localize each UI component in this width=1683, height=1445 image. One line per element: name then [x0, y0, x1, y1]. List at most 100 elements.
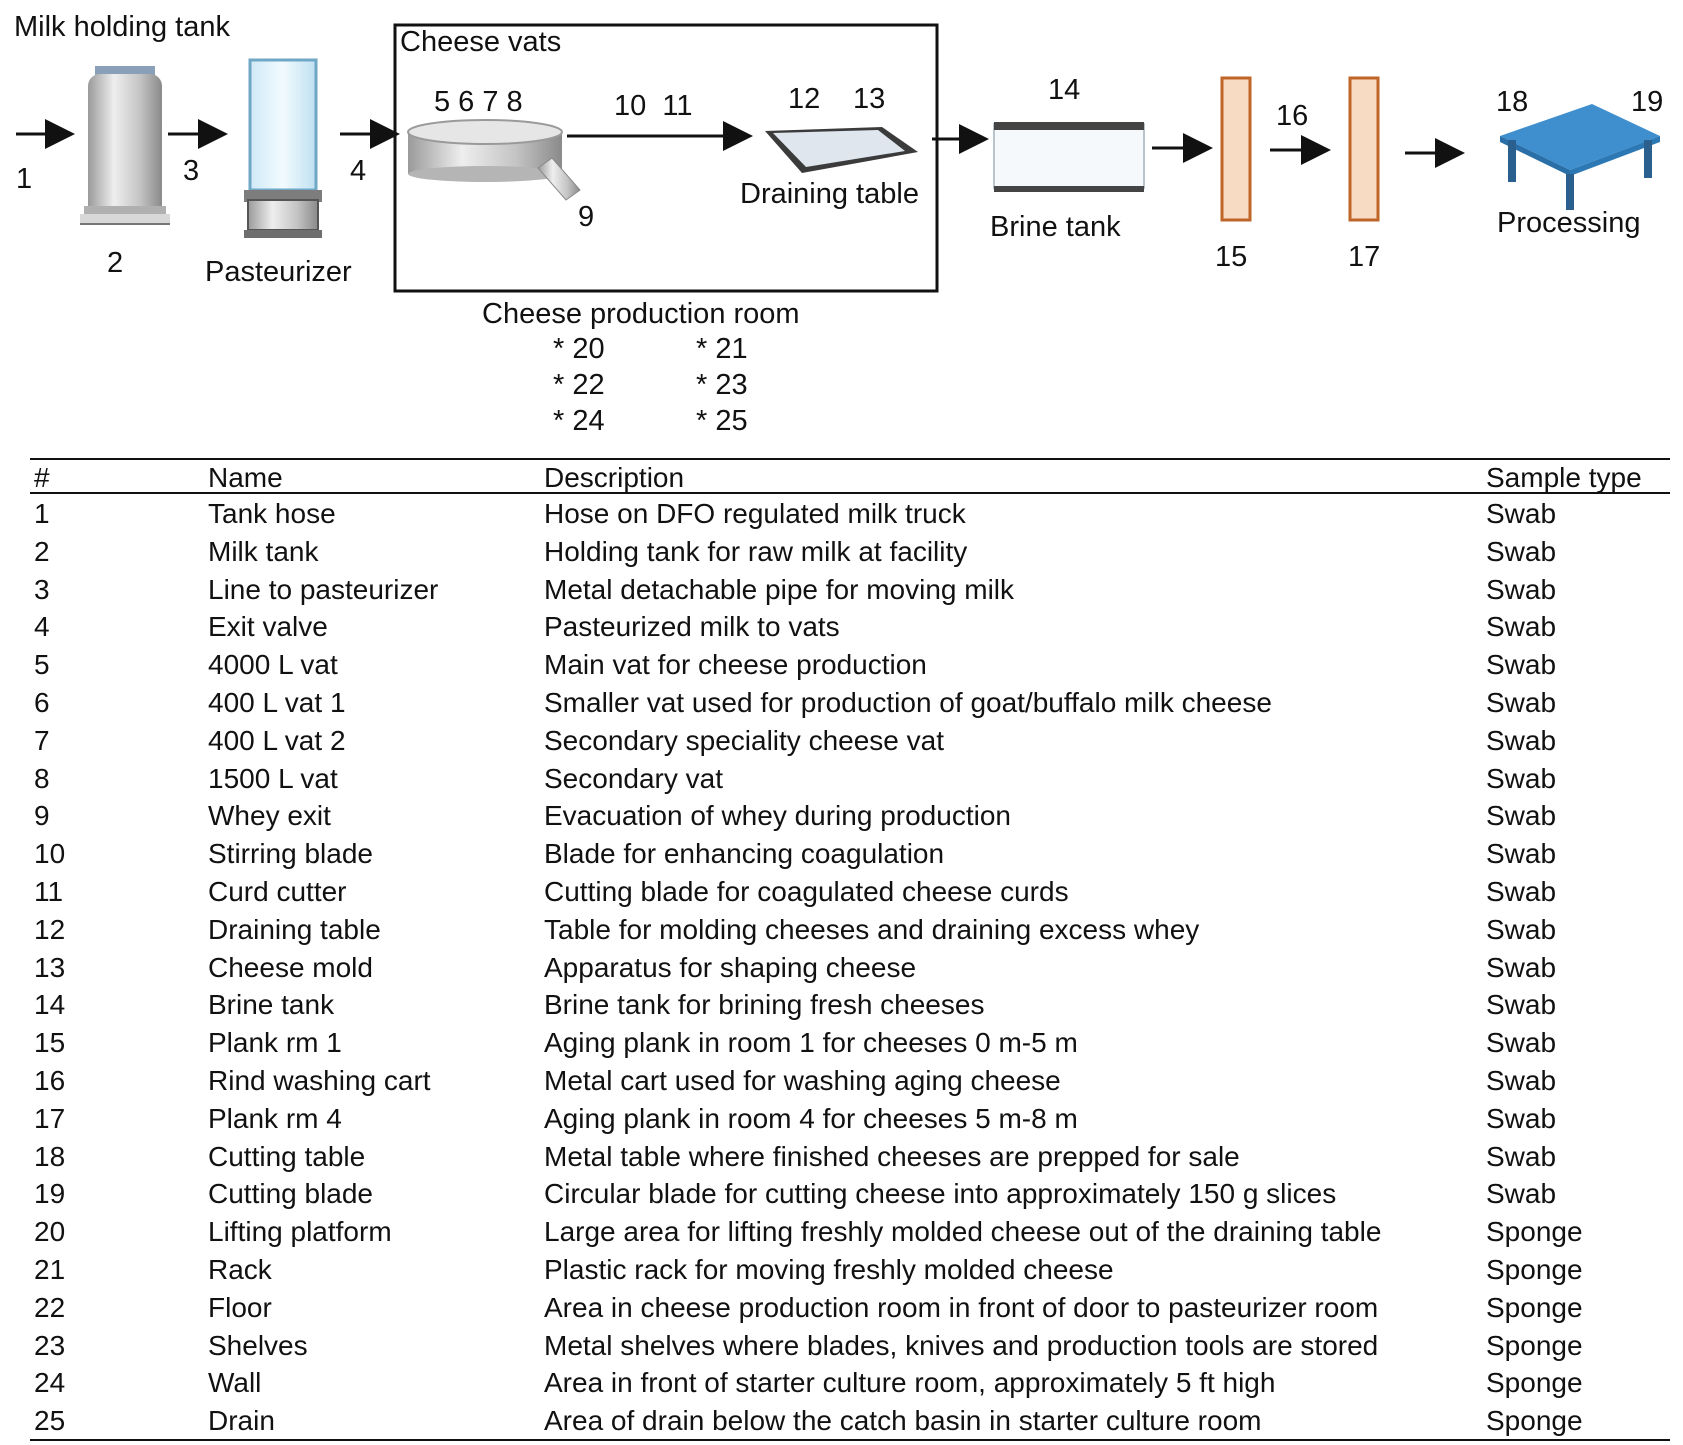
processing-label: Processing	[1497, 207, 1640, 239]
row-number: 24	[34, 1367, 66, 1399]
table-row: 1 Tank hose Hose on DFO regulated milk tru…	[30, 495, 1670, 533]
room-site-21: * 21	[696, 333, 748, 365]
room-site-20: * 20	[553, 333, 605, 365]
row-number: 21	[34, 1254, 66, 1285]
row-sample-type: Swab	[1486, 1065, 1557, 1096]
row-description: Main vat for cheese production	[544, 649, 927, 681]
row-number: 5	[34, 649, 50, 681]
site-number-13: 13	[853, 83, 885, 115]
row-name: Tank hose	[208, 498, 336, 529]
row-number: 20	[34, 1216, 66, 1248]
table-header-rule	[30, 492, 1670, 494]
row-name: Plank rm 1	[208, 1027, 342, 1059]
milk-tank-label: Milk holding tank	[14, 11, 230, 43]
row-name: 400 L vat 2	[208, 724, 346, 756]
row-description: Table for molding cheeses and draining e…	[544, 913, 1200, 945]
row-name: 4000 L vat	[208, 649, 338, 681]
row-sample-type: Swab	[1486, 876, 1557, 907]
row-name: Brine tank	[208, 989, 335, 1021]
site-number-19: 19	[1631, 86, 1663, 118]
row-name: Curd cutter	[208, 876, 347, 907]
row-sample-type: Swab	[1486, 498, 1557, 529]
row-sample-type: Sponge	[1486, 1405, 1583, 1437]
row-number: 15	[34, 1027, 66, 1059]
row-sample-type: Sponge	[1486, 1216, 1583, 1248]
row-description: Blade for enhancing coagulation	[544, 838, 945, 870]
header-sample-type: Sample type	[1486, 462, 1642, 493]
site-numbers-5-8: 5 6 7 8	[434, 86, 523, 118]
header-name: Name	[208, 462, 283, 493]
row-name: Floor	[208, 1291, 272, 1323]
row-number: 4	[34, 611, 50, 643]
row-name: Shelves	[208, 1329, 308, 1361]
header-description: Description	[544, 462, 685, 493]
site-number-9: 9	[578, 201, 594, 233]
row-description: Area of drain below the catch basin in s…	[544, 1405, 1262, 1437]
row-sample-type: Swab	[1486, 535, 1557, 567]
table-body: 1 Tank hose Hose on DFO regulated milk tru…	[30, 495, 1670, 1445]
row-sample-type: Swab	[1486, 951, 1557, 983]
row-description: Aging plank in room 4 for cheeses 5 m-8 …	[544, 1102, 1078, 1134]
room-site-24: * 24	[553, 405, 605, 437]
row-sample-type: Swab	[1486, 800, 1557, 832]
row-description: Cutting blade for coagulated cheese curd…	[544, 876, 1069, 907]
row-sample-type: Swab	[1486, 1178, 1557, 1210]
row-description: Secondary speciality cheese vat	[544, 724, 944, 756]
row-number: 13	[34, 951, 66, 983]
brine-tank-icon	[993, 122, 1145, 192]
row-sample-type: Swab	[1486, 687, 1557, 718]
site-number-14: 14	[1048, 74, 1080, 106]
row-name: Cutting table	[208, 1140, 366, 1172]
plank-room-4-icon	[1348, 76, 1380, 222]
room-site-23: * 23	[696, 369, 748, 401]
row-name: Plank rm 4	[208, 1102, 342, 1134]
row-sample-type: Swab	[1486, 1102, 1557, 1134]
row-description: Pasteurized milk to vats	[544, 611, 840, 643]
row-number: 18	[34, 1140, 66, 1172]
row-description: Area in cheese production room in front …	[544, 1291, 1379, 1323]
row-description: Circular blade for cutting cheese into a…	[544, 1178, 1337, 1210]
cheese-vats-label: Cheese vats	[400, 26, 561, 58]
row-description: Hose on DFO regulated milk truck	[544, 498, 966, 529]
row-description: Evacuation of whey during production	[544, 800, 1011, 832]
row-sample-type: Swab	[1486, 1140, 1557, 1172]
row-name: 1500 L vat	[208, 762, 338, 794]
row-sample-type: Sponge	[1486, 1291, 1583, 1323]
table-header-row: # Name Description Sample type	[30, 459, 1670, 497]
row-sample-type: Sponge	[1486, 1367, 1583, 1399]
cheese-vats-box	[393, 23, 939, 293]
site-number-4: 4	[350, 155, 366, 187]
table-row: 12 Draining table Table for molding cheese…	[30, 911, 1670, 949]
room-site-25: * 25	[696, 405, 748, 437]
row-name: Draining table	[208, 913, 381, 945]
row-sample-type: Swab	[1486, 762, 1557, 794]
row-number: 12	[34, 913, 66, 945]
row-description: Aging plank in room 1 for cheeses 0 m-5 …	[544, 1027, 1078, 1059]
row-description: Plastic rack for moving freshly molded c…	[544, 1254, 1114, 1285]
row-number: 7	[34, 724, 50, 756]
vat-icon	[407, 119, 581, 201]
room-site-22: * 22	[553, 369, 605, 401]
flow-arrows	[16, 119, 1465, 168]
row-description: Brine tank for brining fresh cheeses	[544, 989, 985, 1021]
row-name: Lifting platform	[208, 1216, 392, 1248]
row-number: 1	[34, 498, 50, 529]
row-number: 3	[34, 573, 50, 605]
site-number-15: 15	[1215, 241, 1247, 273]
row-sample-type: Swab	[1486, 649, 1557, 681]
pasteurizer-icon	[244, 58, 322, 238]
row-number: 19	[34, 1178, 66, 1210]
table-row: 5 4000 L vat Main vat for cheese productio…	[30, 646, 1670, 684]
row-description: Metal detachable pipe for moving milk	[544, 573, 1015, 605]
